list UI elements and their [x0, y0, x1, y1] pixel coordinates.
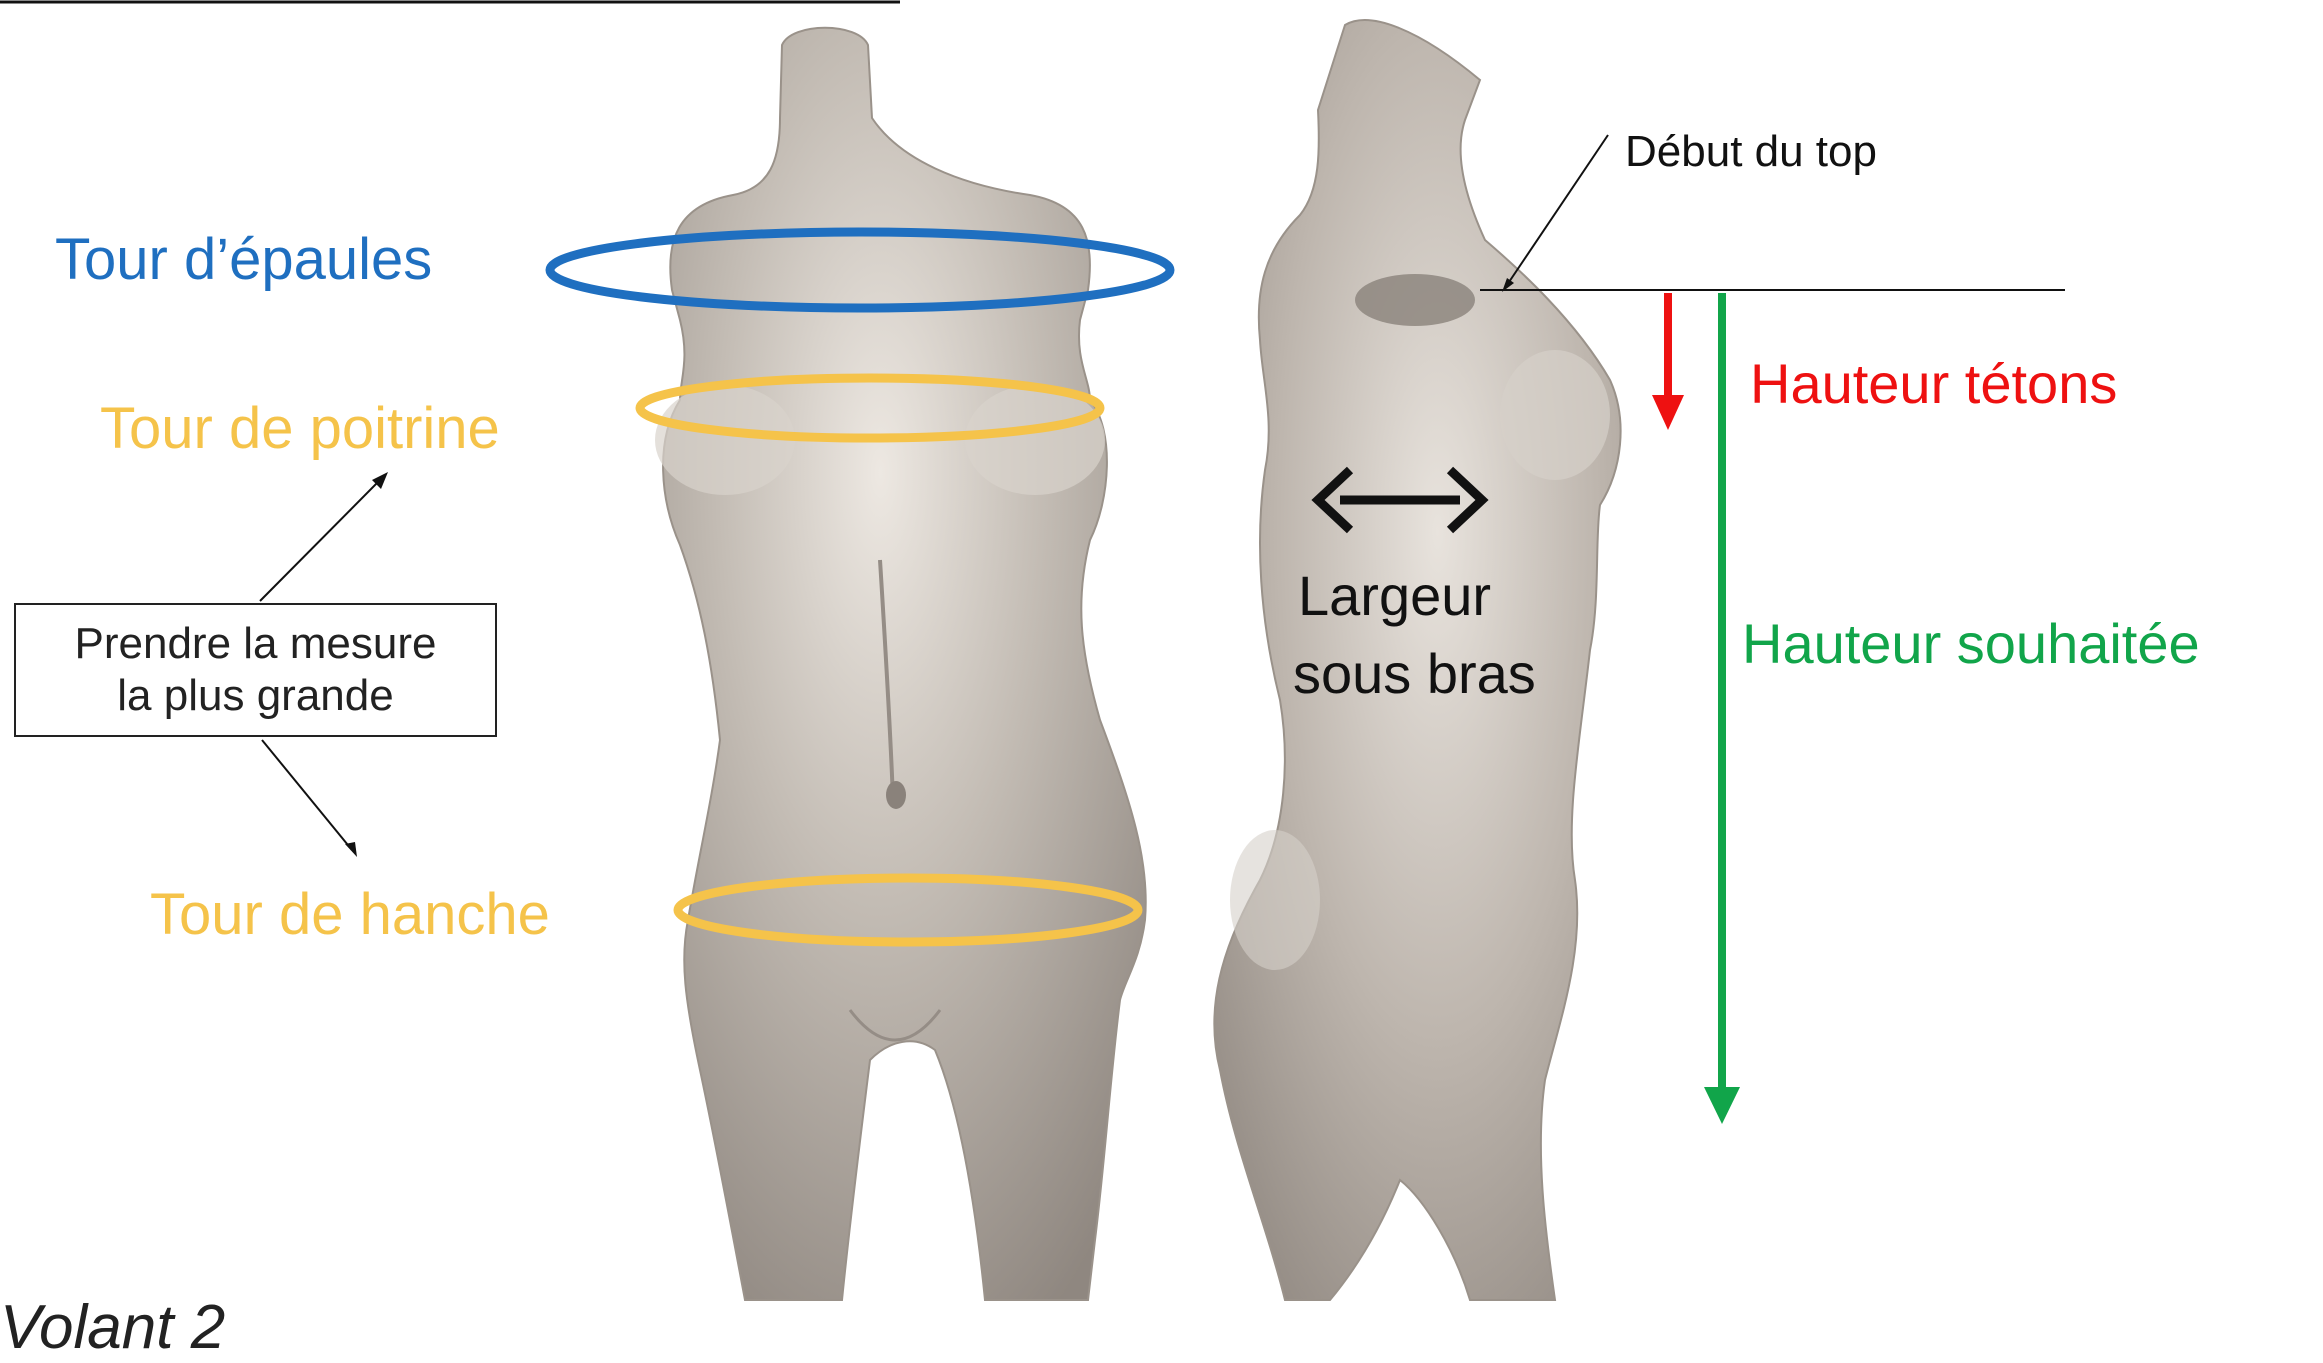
label-tour-epaules: Tour d’épaules — [55, 231, 432, 289]
front-mannequin — [663, 28, 1146, 1300]
label-hauteur-souhaitee: Hauteur souhaitée — [1742, 616, 2200, 672]
label-tour-poitrine: Tour de poitrine — [100, 400, 500, 458]
label-tour-hanche: Tour de hanche — [150, 886, 550, 944]
bottom-caption: Volant 2 — [0, 1292, 225, 1363]
label-sous-bras: sous bras — [1293, 646, 1536, 702]
debut-top-pointer — [1507, 135, 1608, 285]
tip-arrow-up — [260, 478, 382, 601]
tip-box: Prendre la mesure la plus grande — [14, 603, 497, 737]
label-hauteur-tetons: Hauteur tétons — [1750, 356, 2117, 412]
label-largeur: Largeur — [1298, 568, 1491, 624]
measurement-diagram: Tour d’épaules Tour de poitrine Tour de … — [0, 0, 2323, 1322]
label-debut-top: Début du top — [1625, 130, 1877, 174]
tip-line-1: Prendre la mesure — [75, 618, 437, 670]
tip-line-2: la plus grande — [117, 670, 393, 722]
tip-arrow-down — [262, 740, 352, 850]
